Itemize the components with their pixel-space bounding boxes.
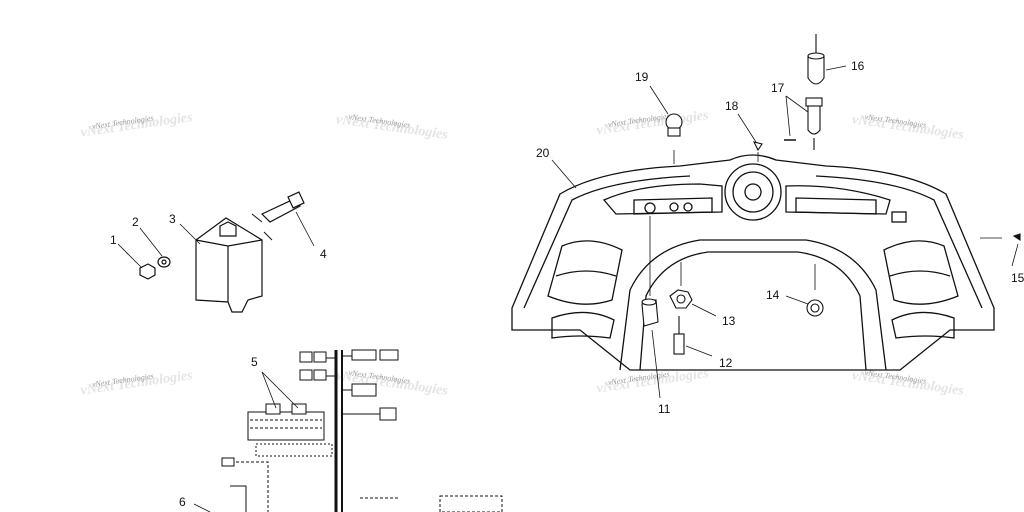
right-lower-vent [891, 311, 955, 339]
leader-line [179, 223, 201, 245]
dash-center-arch-inner [639, 251, 867, 371]
washer-hole [161, 259, 167, 265]
leader-line [825, 65, 847, 71]
leader-line [691, 303, 717, 317]
gauge-dial [669, 202, 679, 212]
center-gauge-dial [744, 183, 762, 201]
grommet-part [669, 289, 693, 309]
grommet-hole [676, 294, 686, 304]
callout-18: 18 [725, 99, 739, 113]
gauge-dial [644, 202, 656, 214]
switch-bezel [891, 211, 907, 223]
bulb-part [807, 55, 825, 85]
right-gauge-window [795, 197, 877, 215]
gauge-dial [683, 202, 693, 212]
leader-line [295, 211, 315, 247]
leader-line [785, 95, 791, 137]
left-lower-vent [551, 311, 615, 339]
screw-part [1012, 233, 1021, 242]
harness-connector [351, 349, 377, 361]
leader-line [261, 371, 277, 409]
leader-line [685, 345, 713, 357]
relay [265, 403, 281, 415]
left-side-vent [547, 240, 623, 305]
dash-center-arch [619, 239, 887, 371]
harness-connector [299, 351, 313, 363]
callout-1: 1 [110, 233, 117, 247]
leader-line [551, 159, 577, 189]
callout-11: 11 [658, 402, 671, 416]
callout-19: 19 [635, 70, 649, 84]
leader-line [139, 227, 163, 257]
callout-16: 16 [851, 59, 865, 73]
vent-slat [555, 270, 617, 277]
regulator-body [195, 217, 263, 313]
harness-connector [379, 407, 397, 421]
callout-12: 12 [719, 356, 733, 370]
leader-line [117, 243, 143, 269]
harness-bundle [255, 443, 333, 457]
harness-branch [230, 485, 247, 512]
plug-top [641, 298, 657, 306]
bulb-top [807, 52, 825, 60]
dash-inner-edge [815, 175, 983, 309]
harness-connector [313, 351, 327, 363]
indicator-part [806, 299, 824, 317]
right-gauge-pod [785, 185, 891, 215]
callout-3: 3 [169, 212, 176, 226]
center-gauge-ring [732, 171, 774, 213]
callout-4: 4 [320, 247, 327, 261]
leader-line [261, 371, 299, 409]
vent-slat [889, 270, 951, 277]
dash-components [641, 34, 1021, 399]
callout-15: 15 [1011, 271, 1024, 285]
left-gauge-window [633, 197, 713, 215]
dash-panel [511, 154, 995, 371]
callout-14: 14 [766, 288, 780, 302]
callout-6: 6 [179, 495, 186, 509]
harness-connector-group [439, 495, 503, 512]
regulator-assembly [117, 191, 315, 313]
indicator-lens [810, 303, 820, 313]
leader-line [737, 113, 757, 143]
switch-part [807, 103, 821, 135]
harness-connector [221, 457, 235, 467]
callout-5: 5 [251, 355, 258, 369]
relay [291, 403, 307, 415]
callout-13: 13 [722, 314, 736, 328]
bolt-head [287, 191, 305, 209]
callout-17: 17 [771, 81, 785, 95]
right-side-vent [883, 240, 959, 305]
spacer-mark [263, 231, 273, 241]
nut-part [139, 263, 156, 280]
fuse-block-detail [250, 419, 322, 429]
bolt-shank [260, 199, 302, 223]
spacer-mark [251, 213, 263, 223]
washer-part [157, 256, 171, 268]
leader-line [651, 329, 661, 399]
socket-part [673, 333, 685, 355]
harness-connector [313, 369, 327, 381]
wiring-harness [193, 349, 503, 512]
harness-connector [379, 349, 399, 361]
harness-connector [299, 369, 313, 381]
fuse-block [247, 411, 325, 441]
harness-connector [351, 383, 377, 397]
leader-line [193, 503, 211, 512]
knob-stem [667, 127, 681, 137]
callout-labels: 1 2 3 4 5 6 11 12 13 14 15 16 17 18 19 2… [110, 59, 1024, 509]
leader-line [785, 95, 809, 113]
harness-branch [236, 461, 269, 512]
dash-inner-edge [523, 175, 691, 309]
regulator-tab [219, 221, 237, 237]
leader-line [649, 85, 669, 115]
callout-20: 20 [536, 146, 550, 160]
leader-line [785, 295, 809, 305]
leader-line [1011, 243, 1019, 267]
switch-cap [805, 97, 823, 107]
small-screw-part [752, 141, 763, 152]
callout-2: 2 [132, 215, 139, 229]
